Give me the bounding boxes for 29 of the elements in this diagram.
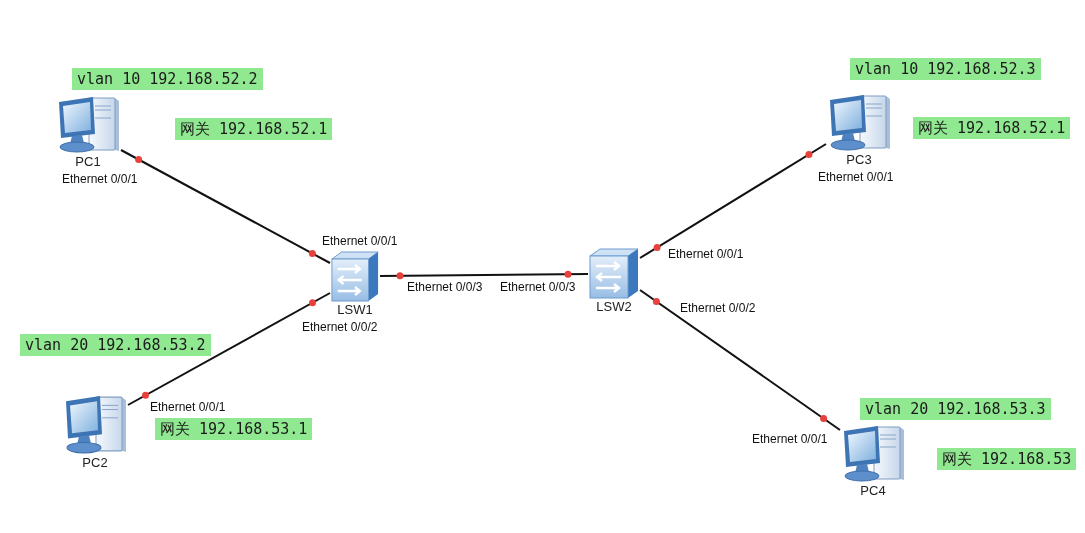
connection-line	[379, 273, 589, 277]
note-label: vlan 10 192.168.52.3	[850, 58, 1041, 80]
port-label: Ethernet 0/0/2	[302, 320, 378, 334]
connection-line	[127, 292, 331, 406]
note-label: vlan 20 192.168.53.3	[860, 398, 1051, 420]
device-label: PC4	[860, 483, 886, 499]
note-label: vlan 10 192.168.52.2	[72, 68, 263, 90]
device-label: PC1	[75, 154, 101, 170]
port-label: Ethernet 0/0/1	[322, 234, 398, 248]
port-label: Ethernet 0/0/1	[668, 247, 744, 261]
note-label: 网关 192.168.53.1	[155, 418, 313, 440]
port-label: Ethernet 0/0/1	[752, 432, 828, 446]
device-label: PC3	[846, 152, 872, 168]
port-label: Ethernet 0/0/1	[818, 170, 894, 184]
connection-line	[639, 143, 827, 259]
port-label: Ethernet 0/0/1	[62, 172, 138, 186]
port-label: Ethernet 0/0/3	[407, 280, 483, 294]
note-label: 网关 192.168.52.1	[913, 117, 1071, 139]
note-label: vlan 20 192.168.53.2	[20, 334, 211, 356]
connection-line	[120, 149, 331, 264]
device-label: LSW1	[337, 302, 373, 318]
note-label: 网关 192.168.52.1	[175, 118, 333, 140]
port-label: Ethernet 0/0/1	[150, 400, 226, 414]
port-label: Ethernet 0/0/3	[500, 280, 576, 294]
device-label: PC2	[82, 455, 108, 471]
note-label: 网关 192.168.53	[937, 448, 1077, 470]
connection-line	[639, 289, 841, 431]
device-label: LSW2	[596, 299, 632, 315]
port-label: Ethernet 0/0/2	[680, 301, 756, 315]
